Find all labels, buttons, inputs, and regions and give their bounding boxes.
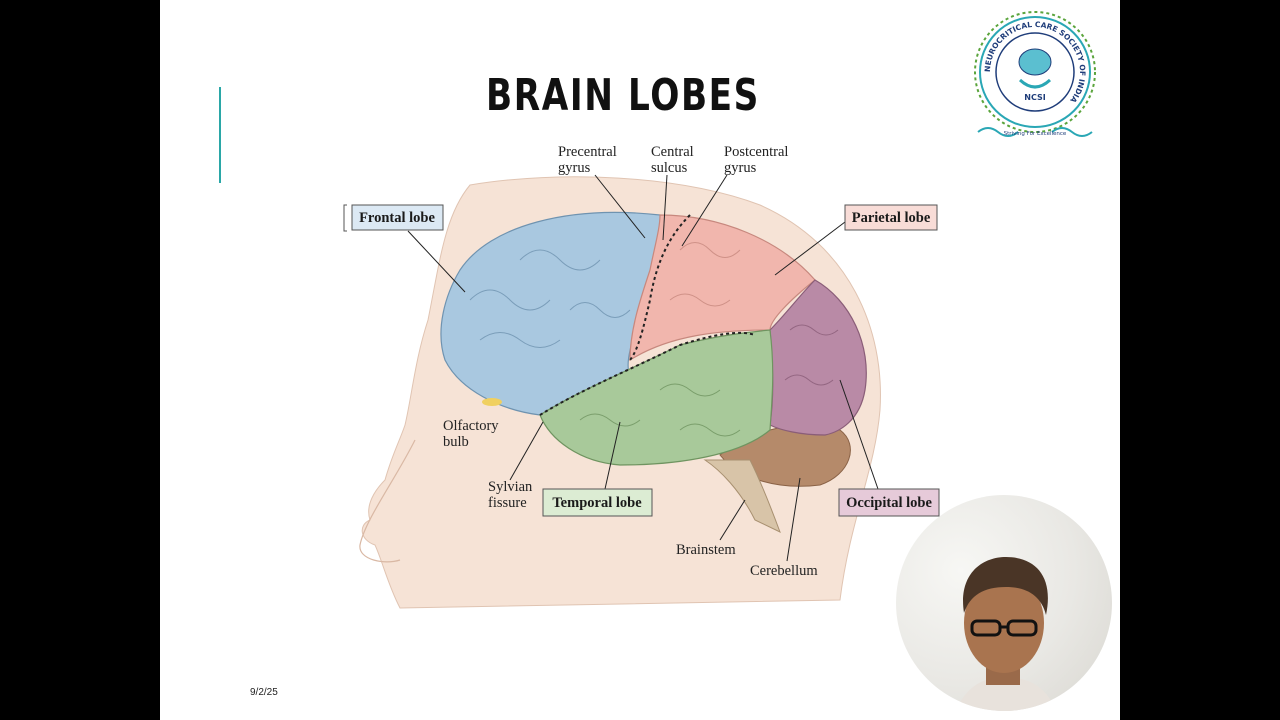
central-sulcus-line (629, 214, 691, 361)
central-sulcus-label-line1: Central (651, 144, 694, 160)
occipital-lobe-label-box: Occipital lobe (838, 488, 940, 517)
precentral-label-line1: Precentral (558, 144, 617, 160)
sylvian-label-line1: Sylvian (488, 479, 533, 495)
logo-tagline: Striving For Excellence (1004, 131, 1067, 137)
olfactory-label-line2: bulb (443, 434, 469, 450)
parietal-lobe-region (629, 214, 816, 362)
postcentral-label-line1: Postcentral (724, 144, 788, 160)
frontal-lobe-label: Frontal lobe (359, 210, 435, 226)
slide-date: 9/2/25 (250, 687, 278, 698)
occipital-lobe-label: Occipital lobe (846, 495, 932, 511)
frontal-lobe-label-box: Frontal lobe (351, 204, 444, 231)
olfactory-label-line1: Olfactory (443, 418, 499, 434)
brainstem-region (703, 459, 781, 533)
presenter-webcam (896, 495, 1112, 711)
central-sulcus-label-line2: sulcus (651, 160, 688, 176)
presenter-figure (956, 557, 1056, 711)
parietal-lobe-label: Parietal lobe (852, 210, 931, 226)
occipital-lobe-region (769, 279, 867, 436)
accent-bar (219, 87, 221, 183)
cerebellum-label: Cerebellum (750, 563, 818, 579)
temporal-lobe-label: Temporal lobe (552, 495, 642, 511)
parietal-lobe-label-box: Parietal lobe (844, 204, 938, 231)
logo-abbr: NCSI (1024, 93, 1045, 102)
sylvian-label-line2: fissure (488, 495, 527, 511)
temporal-lobe-label-box: Temporal lobe (542, 488, 653, 517)
postcentral-label-line2: gyrus (724, 160, 757, 176)
logo-brain-icon (1018, 48, 1052, 76)
brainstem-label: Brainstem (676, 542, 736, 558)
slide: BRAIN LOBES NEUROCRITICAL CARE SOCIETY O… (160, 0, 1120, 720)
olfactory-bulb-region (482, 398, 502, 406)
logo-hands-icon (1018, 78, 1052, 89)
precentral-label-line2: gyrus (558, 160, 591, 176)
slide-title: BRAIN LOBES (486, 70, 760, 121)
sylvian-fissure-line (539, 331, 756, 416)
brain-lobes-diagram: Frontal lobe Parietal lobe Temporal lobe… (343, 144, 940, 609)
ncsi-logo: NEUROCRITICAL CARE SOCIETY OF INDIA NCSI… (974, 11, 1096, 137)
